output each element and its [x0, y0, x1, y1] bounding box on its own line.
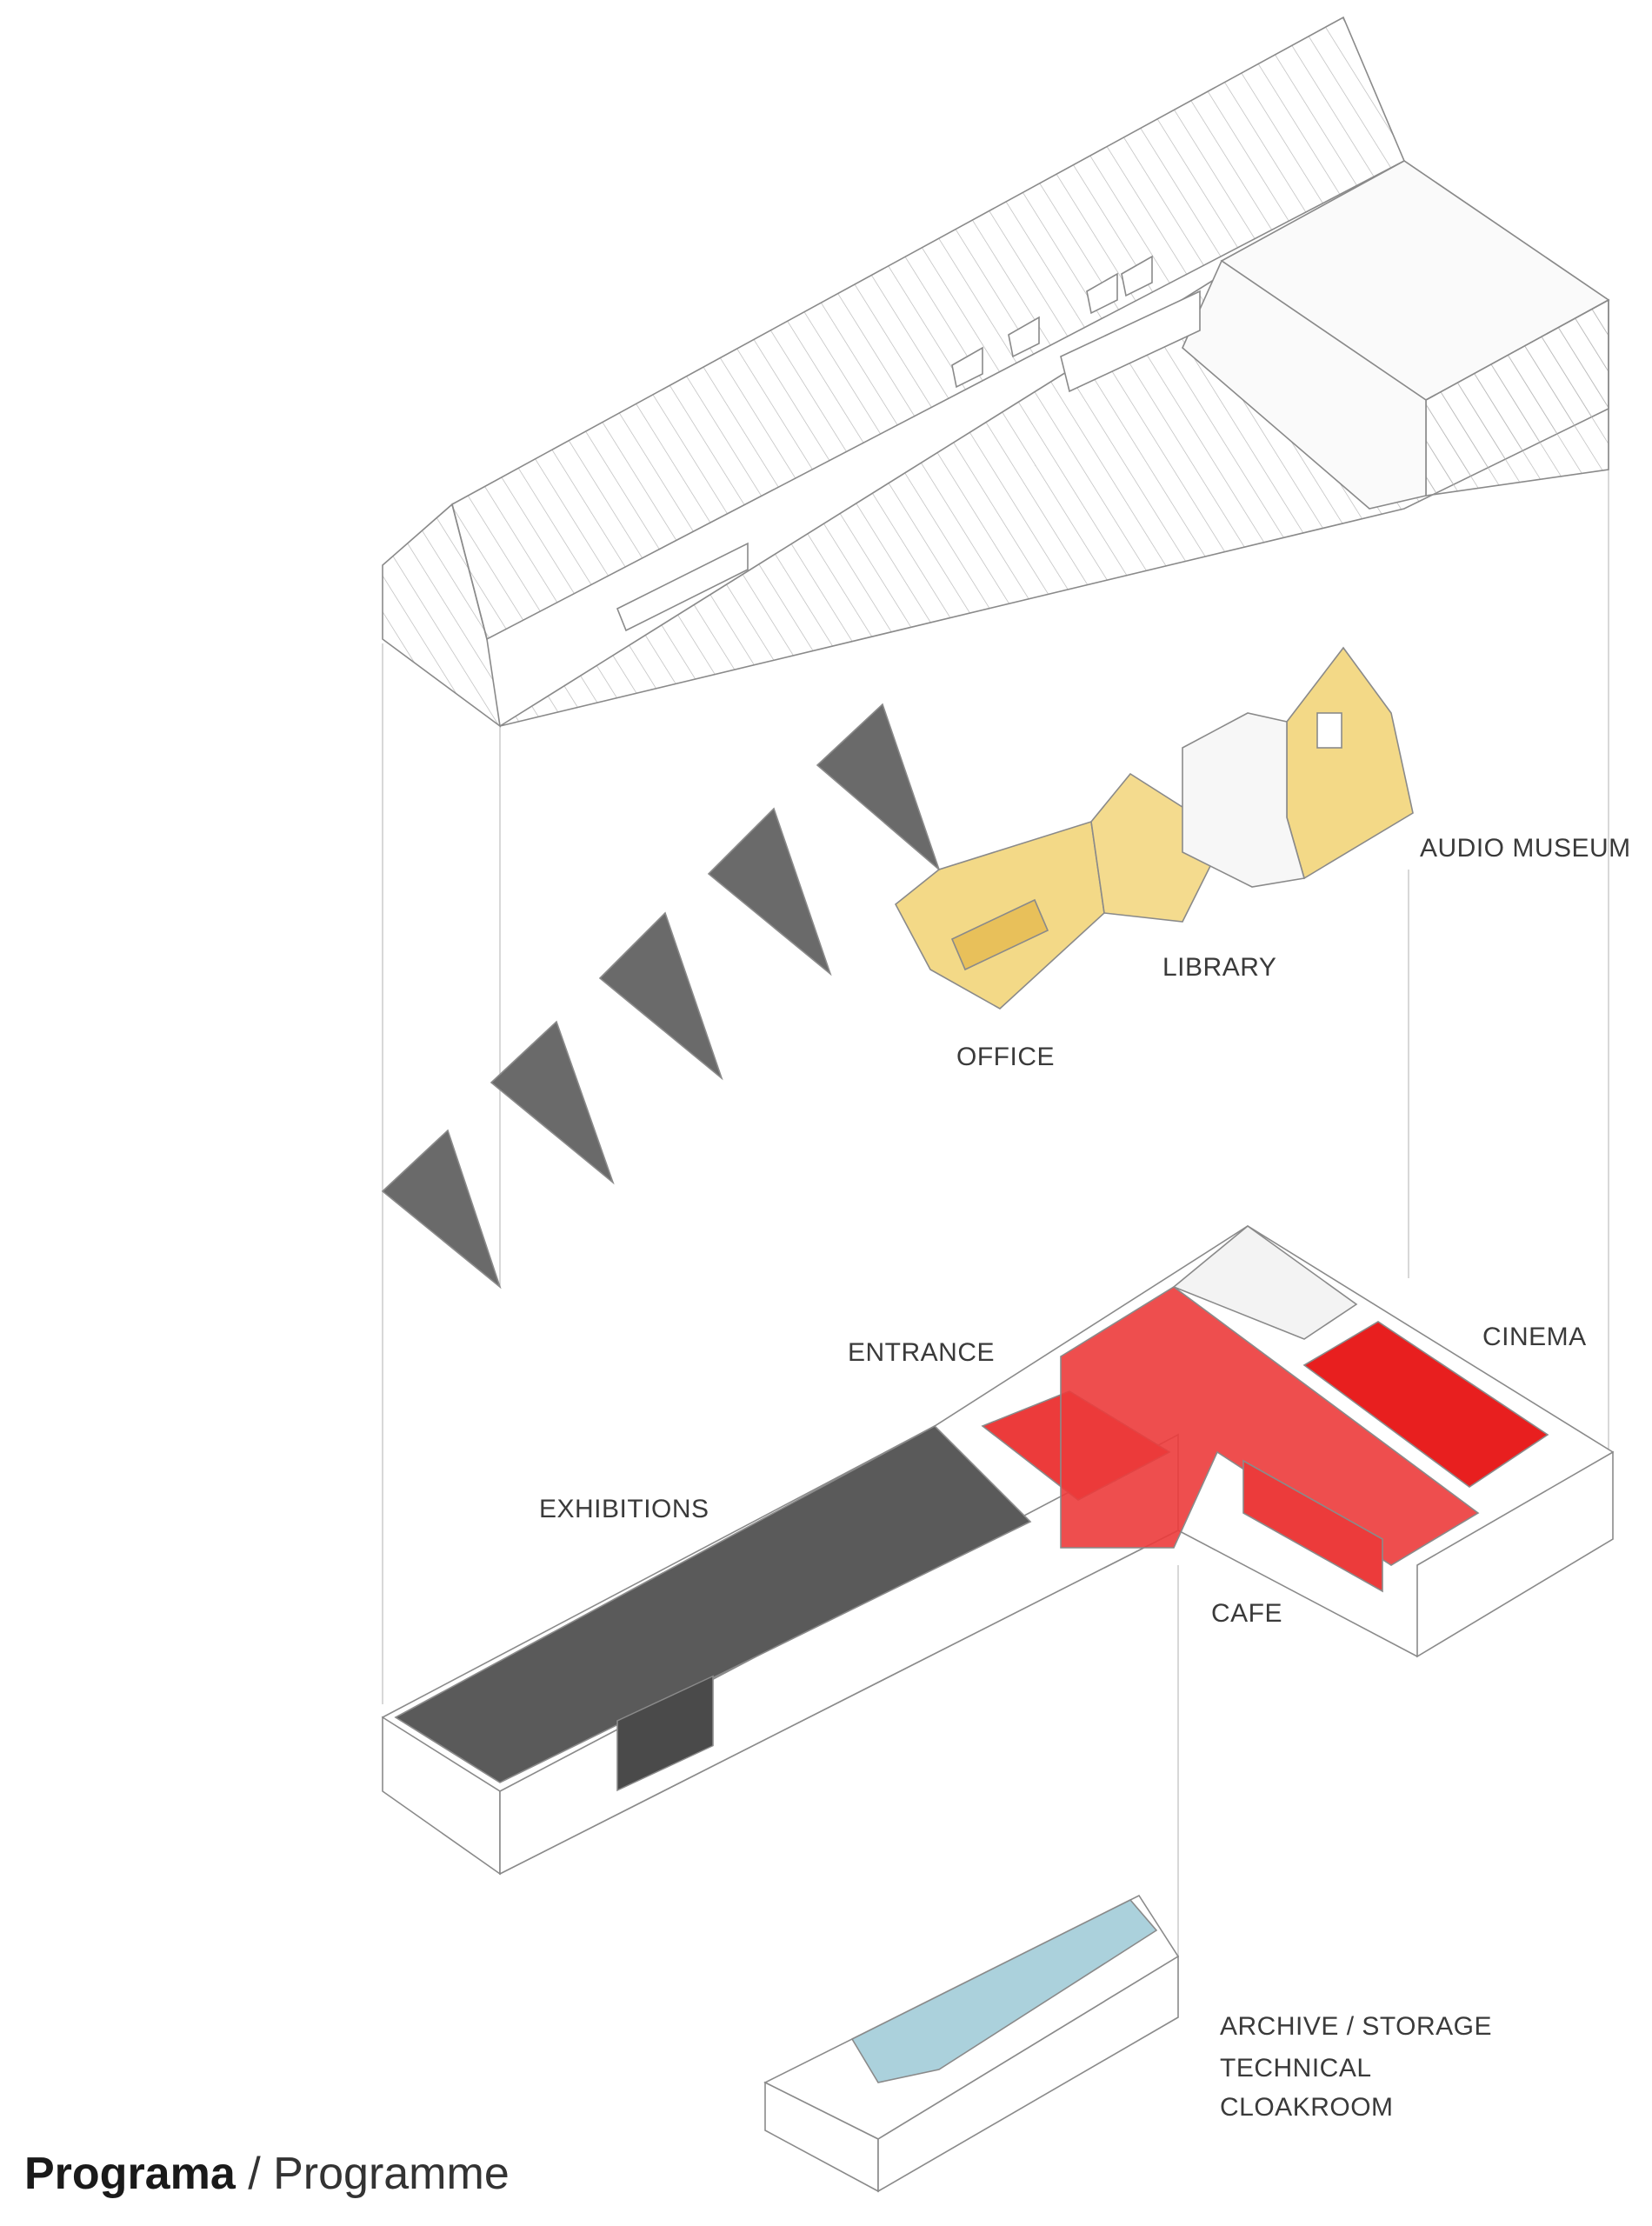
- label-office: OFFICE: [956, 1043, 1055, 1071]
- audio-window: [1316, 712, 1342, 749]
- projection-lines: [382, 400, 1609, 1956]
- truss-1: [381, 1129, 502, 1290]
- dormer-2: [1008, 316, 1040, 358]
- caption-separator: /: [235, 2149, 274, 2199]
- skylight-1: [616, 542, 749, 632]
- basement-slab-side: [877, 1955, 1179, 2193]
- label-cloakroom: CLOAKROOM: [1220, 2093, 1394, 2122]
- audio-museum-room: [1286, 646, 1414, 880]
- upper-white-walls: [1182, 712, 1306, 888]
- office-furniture: [950, 898, 1049, 971]
- caption-bold: Programa: [24, 2149, 236, 2199]
- ground-slab-right: [1416, 1450, 1614, 1658]
- ground-floor-level: [381, 1224, 1615, 1876]
- upper-floor-level: [381, 646, 1414, 1290]
- diagram-caption: Programa / Programme: [24, 2148, 510, 2200]
- skylight-2: [1060, 290, 1201, 393]
- library-room: [1090, 772, 1228, 923]
- truss-5: [816, 703, 941, 872]
- roof-box-front: [1182, 259, 1427, 510]
- label-archive-storage: ARCHIVE / STORAGE: [1220, 2012, 1492, 2041]
- cafe-wall: [1242, 1459, 1383, 1593]
- label-entrance: ENTRANCE: [848, 1338, 995, 1367]
- archive-room: [850, 1899, 1158, 2083]
- program-labels: AUDIO MUSEUM LIBRARY OFFICE ENTRANCE CIN…: [539, 834, 1631, 2122]
- truss-4: [707, 807, 832, 976]
- roof-level: [382, 16, 1610, 728]
- label-cinema: CINEMA: [1482, 1323, 1587, 1351]
- roof-gable-end: [382, 503, 502, 728]
- exhibitions-hall: [394, 1425, 1032, 1783]
- caption-light: Programme: [273, 2149, 510, 2199]
- label-exhibitions: EXHIBITIONS: [539, 1495, 709, 1523]
- service-rooms: [1172, 1224, 1358, 1340]
- label-audio-museum: AUDIO MUSEUM: [1420, 834, 1631, 863]
- dormer-3: [1086, 272, 1118, 315]
- basement-level: [763, 1894, 1180, 2193]
- label-technical: TECHNICAL: [1220, 2054, 1372, 2083]
- label-cafe: CAFE: [1211, 1599, 1282, 1628]
- cinema-room: [1302, 1321, 1549, 1488]
- truss-3: [598, 911, 723, 1081]
- exhibitions-door: [616, 1675, 714, 1792]
- dormer-1: [951, 346, 983, 389]
- dormer-4: [1121, 255, 1153, 297]
- truss-2: [490, 1020, 615, 1185]
- label-library: LIBRARY: [1162, 953, 1276, 982]
